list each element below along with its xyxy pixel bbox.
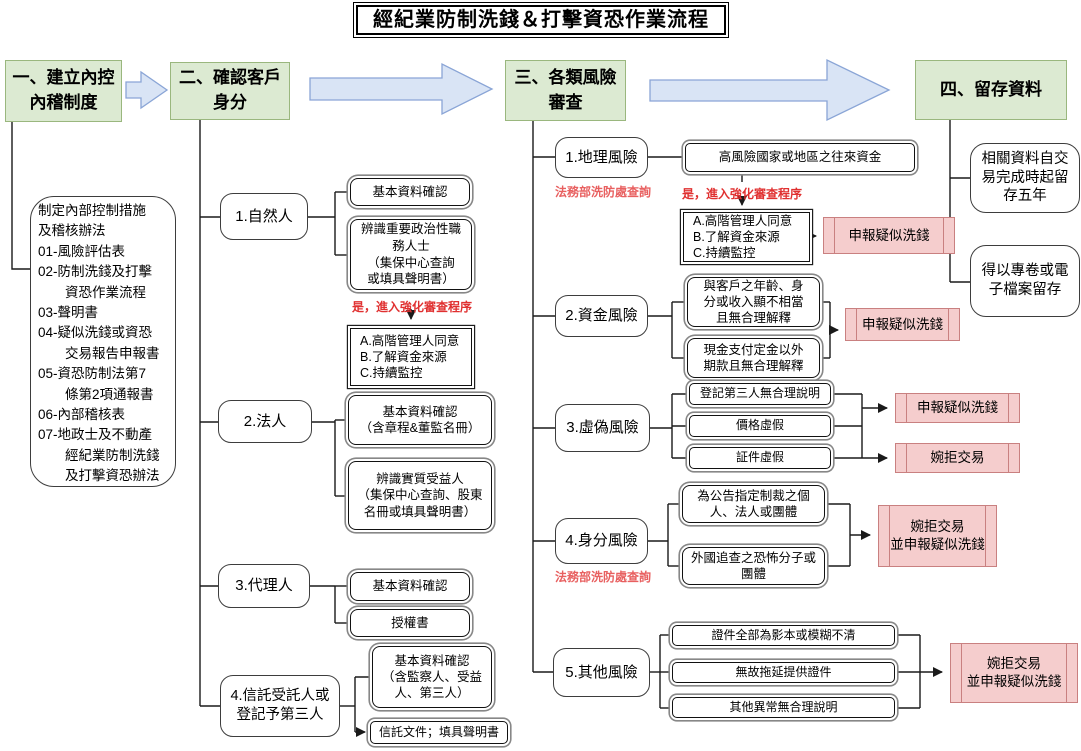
kyc-agent-authorization-box: 授權書 bbox=[350, 609, 470, 637]
kyc-agent-label: 3.代理人 bbox=[218, 564, 310, 608]
risk-identity-condition-1-box: 為公告指定制裁之個 人、法人或團體 bbox=[682, 485, 825, 523]
kyc-trustee-label: 4.信託受託人或 登記予第三人 bbox=[220, 675, 340, 737]
risk-falsity-condition-2-box: 價格虛假 bbox=[689, 415, 831, 437]
flowchart-title: 經紀業防制洗錢＆打擊資恐作業流程 bbox=[353, 2, 729, 38]
kyc-natural-basic-info-box: 基本資料確認 bbox=[350, 178, 470, 206]
action-report-suspicious-2: 申報疑似洗錢 bbox=[845, 308, 960, 341]
flow-arrow-2 bbox=[309, 62, 494, 116]
flow-arrow-3 bbox=[649, 58, 891, 122]
risk-geographic-edd-box: A.高階管理人同意 B.了解資金來源 C.持續監控 bbox=[683, 212, 810, 262]
stage-3-risk-review: 三、各類風險 審查 bbox=[505, 60, 626, 121]
internal-control-policy-list: 制定內部控制措施 及稽核辦法 01-風險評估表 02-防制洗錢及打擊 資恐作業流… bbox=[30, 196, 176, 487]
retention-five-years-box: 相關資料自交 易完成時起留 存五年 bbox=[970, 143, 1080, 213]
risk-falsity-condition-3-box: 証件虛假 bbox=[689, 447, 831, 469]
kyc-natural-person-label: 1.自然人 bbox=[220, 193, 308, 240]
kyc-agent-basic-info-box: 基本資料確認 bbox=[350, 572, 470, 601]
risk-other-condition-2-box: 無故拖延提供證件 bbox=[672, 662, 895, 683]
kyc-legal-beneficial-owner-box: 辨識實質受益人 （集保中心查詢、股東 名冊或填具聲明書） bbox=[348, 461, 492, 530]
kyc-edd-measures-box: A.高階管理人同意 B.了解資金來源 C.持續監控 bbox=[350, 328, 472, 386]
risk-geographic-condition-box: 高風險國家或地區之往來資金 bbox=[685, 143, 915, 172]
risk-identity-query-note: 法務部洗防處查詢 bbox=[554, 570, 651, 584]
risk-other-condition-1-box: 證件全部為影本或模糊不清 bbox=[672, 625, 895, 646]
stage-2-kyc: 二、確認客戶 身分 bbox=[170, 62, 290, 120]
kyc-legal-person-label: 2.法人 bbox=[218, 400, 312, 443]
action-decline-transaction-1: 婉拒交易 bbox=[895, 443, 1020, 473]
risk-geographic-label: 1.地理風險 bbox=[555, 137, 648, 178]
risk-other-label: 5.其他風險 bbox=[553, 648, 650, 697]
kyc-legal-basic-info-box: 基本資料確認 （含章程&董監名冊） bbox=[348, 395, 492, 445]
action-decline-and-report-1: 婉拒交易 並申報疑似洗錢 bbox=[878, 505, 997, 567]
flow-arrow-1 bbox=[125, 70, 169, 110]
action-decline-and-report-2: 婉拒交易 並申報疑似洗錢 bbox=[950, 643, 1078, 703]
risk-geographic-enhanced-note: 是，進入強化審查程序 bbox=[681, 187, 802, 201]
risk-identity-label: 4.身分風險 bbox=[555, 518, 648, 564]
kyc-trust-document-box: 信託文件；填具聲明書 bbox=[370, 721, 508, 744]
risk-funds-condition-1-box: 與客戶之年齡、身 分或收入顯不相當 且無合理解釋 bbox=[687, 277, 820, 327]
risk-identity-condition-2-box: 外國追查之恐怖分子或 團體 bbox=[682, 547, 825, 585]
stage-1-internal-control: 一、建立內控 內稽制度 bbox=[5, 60, 122, 122]
kyc-natural-pep-box: 辨識重要政治性職 務人士 （集保中心查詢 或填具聲明書） bbox=[350, 219, 472, 290]
kyc-trustee-basic-info-box: 基本資料確認 （含監察人、受益 人、第三人） bbox=[372, 646, 492, 708]
flow-stage-arrows bbox=[125, 58, 891, 122]
kyc-enhanced-review-note: 是，進入強化審查程序 bbox=[351, 300, 472, 314]
risk-funds-condition-2-box: 現金支付定金以外 期款且無合理解釋 bbox=[687, 338, 820, 378]
risk-falsity-condition-1-box: 登記第三人無合理說明 bbox=[689, 383, 831, 405]
risk-funds-label: 2.資金風險 bbox=[555, 295, 648, 337]
stage-4-record-retention: 四、留存資料 bbox=[915, 60, 1067, 120]
risk-falsity-label: 3.虛偽風險 bbox=[555, 404, 650, 452]
action-report-suspicious-3: 申報疑似洗錢 bbox=[895, 393, 1020, 423]
action-report-suspicious-1: 申報疑似洗錢 bbox=[823, 217, 955, 254]
risk-other-condition-3-box: 其他異常無合理說明 bbox=[672, 697, 895, 718]
risk-geographic-query-note: 法務部洗防處查詢 bbox=[554, 185, 651, 199]
retention-file-format-box: 得以專卷或電 子檔案留存 bbox=[970, 245, 1080, 317]
